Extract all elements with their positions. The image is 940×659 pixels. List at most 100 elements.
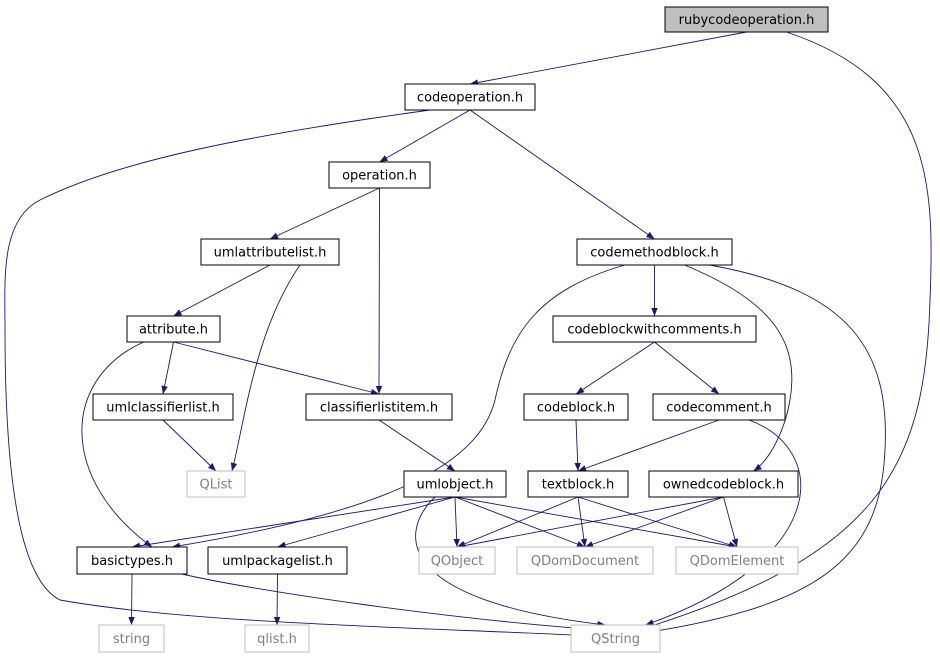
node-label-codemethodblock: codemethodblock.h: [590, 246, 718, 261]
node-attribute[interactable]: attribute.h: [126, 315, 221, 343]
edge-codeoperation-to-operation: [379, 109, 471, 163]
node-box-classifierlistitem: [305, 393, 453, 421]
node-label-umlpackagelist: umlpackagelist.h: [222, 554, 333, 569]
edge-ownedcodeblock-to-QDomElement: [723, 496, 739, 548]
edge-classifierlistitem-to-umlobject: [378, 419, 456, 472]
edge-umlobject-to-QDomDocument: [454, 496, 586, 548]
edge-umlobject-to-basictypes: [131, 496, 456, 549]
node-box-QDomElement: [675, 546, 799, 575]
node-box-QList: [186, 470, 246, 498]
node-box-QObject: [418, 546, 496, 575]
edge-codeblockwithcomments-to-codecomment: [654, 341, 720, 395]
node-label-umlclassifierlist: umlclassifierlist.h: [106, 401, 219, 416]
edge-attribute-to-umlclassifierlist: [161, 341, 174, 395]
edge-umlobject-to-umlpackagelist: [277, 496, 456, 548]
edge-codeoperation-to-QString: [4, 109, 614, 640]
node-codemethodblock[interactable]: codemethodblock.h: [576, 238, 733, 266]
node-box-codeblockwithcomments: [552, 315, 757, 343]
node-label-QObject: QObject: [431, 554, 484, 569]
node-label-umlattributelist: umlattributelist.h: [214, 246, 327, 261]
node-label-codeblock: codeblock.h: [537, 401, 615, 416]
node-codeoperation[interactable]: codeoperation.h: [404, 83, 536, 111]
node-box-codeoperation: [404, 83, 536, 111]
node-label-basictypes: basictypes.h: [91, 554, 173, 569]
edge-textblock-to-QObject: [456, 496, 579, 548]
edge-textblock-to-QDomElement: [577, 496, 738, 548]
edge-textblock-to-QDomDocument: [577, 496, 588, 548]
node-label-operation: operation.h: [342, 169, 417, 184]
node-QDomElement: QDomElement: [675, 546, 799, 575]
edge-codecomment-to-textblock: [577, 419, 720, 472]
node-umlattributelist[interactable]: umlattributelist.h: [200, 238, 340, 266]
edge-basictypes-to-string: [128, 573, 135, 626]
node-label-rubycodeoperation: rubycodeoperation.h: [679, 13, 815, 28]
edge-codemethodblock-to-basictypes: [171, 264, 625, 549]
edge-codeblock-to-textblock: [574, 419, 581, 472]
node-label-QList: QList: [200, 478, 233, 493]
node-umlclassifierlist[interactable]: umlclassifierlist.h: [92, 393, 234, 421]
edge-umlpackagelist-to-qlist: [273, 573, 281, 626]
node-label-QString: QString: [591, 632, 640, 647]
node-textblock[interactable]: textblock.h: [527, 470, 629, 498]
node-operation[interactable]: operation.h: [328, 161, 431, 189]
node-box-operation: [328, 161, 431, 189]
node-label-qlist: qlist.h: [257, 632, 297, 647]
node-box-QString: [570, 624, 661, 653]
edge-umlobject-to-QDomElement: [454, 496, 738, 549]
node-box-umlobject: [403, 470, 507, 498]
node-QObject: QObject: [418, 546, 496, 575]
node-classifierlistitem[interactable]: classifierlistitem.h: [305, 393, 453, 421]
node-codeblockwithcomments[interactable]: codeblockwithcomments.h: [552, 315, 757, 343]
node-box-codeblock: [523, 393, 629, 421]
node-box-rubycodeoperation: [664, 6, 829, 33]
node-label-QDomElement: QDomElement: [690, 554, 785, 569]
edge-codeoperation-to-codemethodblock: [469, 109, 655, 240]
node-label-textblock: textblock.h: [542, 478, 615, 493]
node-label-attribute: attribute.h: [139, 323, 208, 338]
node-QDomDocument: QDomDocument: [516, 546, 654, 575]
node-label-codeoperation: codeoperation.h: [417, 91, 523, 106]
node-qlist: qlist.h: [244, 624, 310, 653]
edge-attribute-to-classifierlistitem: [173, 341, 380, 396]
node-label-codecomment: codecomment.h: [666, 401, 772, 416]
node-box-attribute: [126, 315, 221, 343]
node-umlpackagelist[interactable]: umlpackagelist.h: [207, 546, 348, 575]
node-label-umlobject: umlobject.h: [417, 478, 494, 493]
node-box-textblock: [527, 470, 629, 498]
edge-operation-to-umlattributelist: [269, 187, 380, 240]
edge-ownedcodeblock-to-QObject: [456, 496, 724, 549]
node-label-string: string: [113, 632, 150, 647]
edges-layer: [4, 31, 932, 640]
node-rubycodeoperation[interactable]: rubycodeoperation.h: [664, 6, 829, 33]
node-box-QDomDocument: [516, 546, 654, 575]
node-box-ownedcodeblock: [648, 470, 799, 498]
edge-umlclassifierlist-to-QList: [162, 419, 217, 472]
node-codecomment[interactable]: codecomment.h: [652, 393, 786, 421]
node-label-QDomDocument: QDomDocument: [531, 554, 639, 569]
node-umlobject[interactable]: umlobject.h: [403, 470, 507, 498]
edge-umlattributelist-to-QList: [230, 264, 301, 472]
node-QList: QList: [186, 470, 246, 498]
node-box-string: [98, 624, 165, 653]
node-label-classifierlistitem: classifierlistitem.h: [320, 401, 438, 416]
node-ownedcodeblock[interactable]: ownedcodeblock.h: [648, 470, 799, 498]
node-box-qlist: [244, 624, 310, 653]
node-box-umlattributelist: [200, 238, 340, 266]
node-label-codeblockwithcomments: codeblockwithcomments.h: [567, 323, 741, 338]
node-box-codemethodblock: [576, 238, 733, 266]
node-box-umlpackagelist: [207, 546, 348, 575]
edge-attribute-to-basictypes: [81, 341, 153, 548]
edge-codecomment-to-QString: [645, 419, 802, 626]
edge-ownedcodeblock-to-QDomDocument: [584, 496, 724, 548]
edge-codeblockwithcomments-to-codeblock: [575, 341, 655, 395]
edge-basictypes-to-QString: [181, 573, 616, 634]
node-box-basictypes: [76, 546, 188, 575]
node-string: string: [98, 624, 165, 653]
edge-umlobject-to-QObject: [453, 496, 460, 548]
node-codeblock[interactable]: codeblock.h: [523, 393, 629, 421]
edge-rubycodeoperation-to-codeoperation: [469, 31, 747, 86]
edge-codemethodblock-to-ownedcodeblock: [684, 264, 793, 472]
node-basictypes[interactable]: basictypes.h: [76, 546, 188, 575]
edge-umlattributelist-to-attribute: [173, 264, 271, 317]
